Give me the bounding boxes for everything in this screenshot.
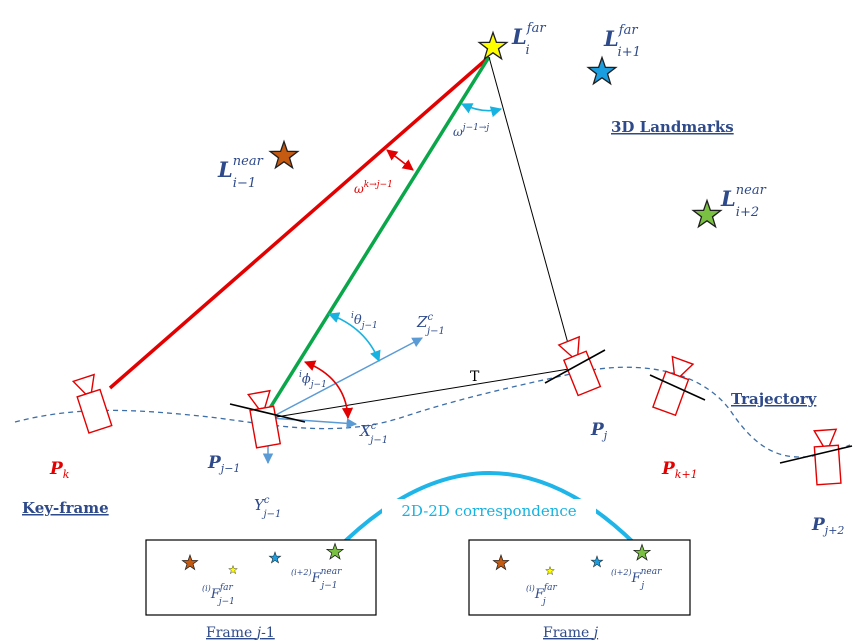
correspondence-arc: [333, 471, 644, 553]
red-ray: [108, 55, 491, 390]
camera-pj: [557, 335, 602, 397]
image-plane-pjm1: [229, 403, 306, 423]
theta-arc: [327, 312, 381, 363]
green-ray: [268, 56, 491, 409]
camera-pk: [71, 373, 113, 434]
translation-label: T: [470, 369, 480, 385]
pose-pk-label: Pk: [49, 459, 70, 481]
image-plane-pj: [544, 349, 606, 384]
omega-red-label: ωk→j−1: [354, 180, 393, 196]
theta-label: iθj−1: [351, 311, 378, 331]
omega-red-arc: [386, 149, 414, 171]
landmarks-heading: 3D Landmarks: [611, 118, 734, 136]
camera-pj2: [812, 428, 842, 486]
pose-pj2-label: Pj+2: [811, 515, 844, 537]
phi-arc: [303, 360, 354, 420]
correspondence-label-bg: [382, 499, 596, 521]
pose-pj-label: Pj: [590, 420, 608, 442]
trajectory-curve: [14, 366, 851, 458]
landmark-near-im1-star: [269, 140, 299, 169]
omega-cyan-arc: [460, 103, 503, 118]
x-axis: [269, 417, 358, 429]
translation-line: [269, 367, 576, 419]
landmark-far-i-star: [478, 31, 508, 60]
phi-label: iϕj−1: [299, 370, 327, 390]
correspondence-label: 2D-2D correspondence: [401, 502, 576, 520]
frame-right-caption: Frame j: [543, 625, 599, 641]
frame-right-box: [468, 539, 691, 616]
landmark-far-i1-star: [587, 56, 617, 85]
black-ray: [488, 56, 573, 359]
frame-left-box: [145, 539, 377, 616]
frame-left-caption: Frame j-1: [206, 625, 275, 641]
image-plane-pj2: [779, 445, 853, 464]
keyframe-heading: Key-frame: [22, 499, 109, 517]
pose-pk1-label: Pk+1: [661, 459, 698, 481]
trajectory-heading: Trajectory: [731, 390, 818, 408]
pose-pjm1-label: Pj−1: [207, 453, 240, 475]
omega-blue-label: ωj−1→j: [453, 123, 489, 139]
landmark-near-i2-star: [692, 199, 722, 228]
image-plane-pk1: [649, 374, 706, 401]
